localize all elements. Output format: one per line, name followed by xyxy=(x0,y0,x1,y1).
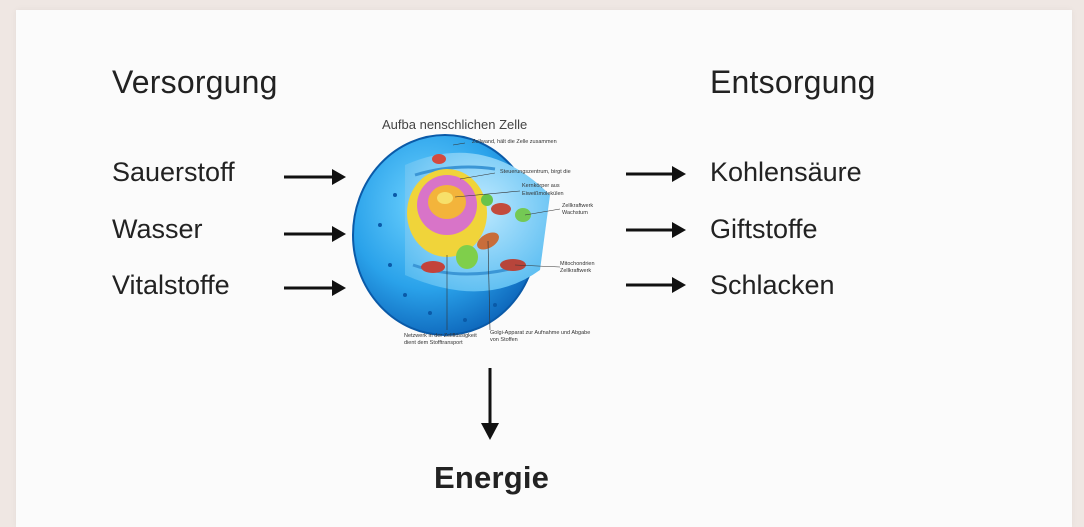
cell-label: Netzwerk in der Zellflüssigkeit xyxy=(404,333,477,339)
cell-label: Zellkraftwerk xyxy=(562,203,594,209)
input-oxygen: Sauerstoff xyxy=(112,157,235,187)
output-slag: Schlacken xyxy=(710,270,835,300)
cell-label: Eiweißmolekülen xyxy=(522,191,564,197)
arrow-right-icon xyxy=(626,166,686,182)
cell-label: Zellwand, hält die Zelle zusammen xyxy=(472,139,557,145)
diagram-panel xyxy=(16,10,1072,527)
input-water: Wasser xyxy=(112,214,203,244)
arrow-down-icon xyxy=(481,368,499,440)
input-vitalstoffe: Vitalstoffe xyxy=(112,270,230,300)
cell-label: Golgi-Apparat zur Aufnahme und Abgabe xyxy=(490,330,591,336)
energy-label: Energie xyxy=(434,460,550,495)
cell-label: Mitochondrien xyxy=(560,261,595,267)
cell-label: Zellkraftwerk xyxy=(560,268,592,274)
supply-heading: Versorgung xyxy=(112,64,278,100)
cell-label: von Stoffen xyxy=(490,337,518,343)
arrow-right-icon xyxy=(626,277,686,293)
arrow-right-icon xyxy=(284,169,346,185)
cell-label: Steuerungszentrum, birgt die xyxy=(500,169,571,175)
disposal-heading: Entsorgung xyxy=(710,64,876,100)
output-carbonic-acid: Kohlensäure xyxy=(710,157,862,187)
cell-label: dient dem Stofftransport xyxy=(404,340,463,346)
human-cell-illustration xyxy=(352,134,561,336)
cell-label: Kernkörper aus xyxy=(522,183,560,189)
arrow-right-icon xyxy=(284,280,346,296)
cell-label: Wachstum xyxy=(562,210,588,216)
arrow-right-icon xyxy=(284,226,346,242)
cell-title: Aufba nenschlichen Zelle xyxy=(382,117,528,132)
output-toxins: Giftstoffe xyxy=(710,214,818,244)
arrow-right-icon xyxy=(626,222,686,238)
